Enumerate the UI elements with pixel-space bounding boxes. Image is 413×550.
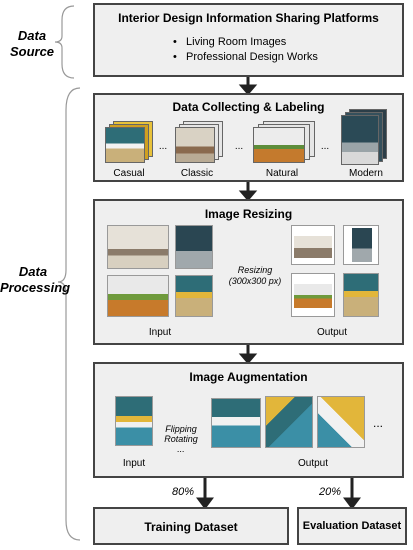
arrow-1-head [238, 84, 258, 96]
category-classic: Classic [180, 168, 214, 179]
resize-input-image-1 [107, 225, 169, 269]
training-dataset-box: Training Dataset [93, 507, 289, 545]
platforms-title: Interior Design Information Sharing Plat… [118, 11, 379, 25]
resize-output-image-1 [291, 225, 335, 265]
natural-image-stack [253, 121, 317, 165]
resize-input-label: Input [148, 327, 172, 338]
augmentation-title: Image Augmentation [189, 370, 308, 384]
classic-image-stack [175, 121, 225, 165]
augment-output-image-2 [265, 396, 313, 448]
natural-image [253, 127, 305, 163]
data-processing-label: Data Processing [0, 264, 71, 295]
data-source-label: Data Source [9, 28, 55, 59]
resize-step-label: Resizing (300x300 px) [228, 265, 282, 286]
train-percentage: 80% [172, 486, 195, 498]
arrow-3-head [238, 353, 258, 365]
modern-image-stack [341, 109, 391, 165]
category-modern: Modern [349, 168, 383, 179]
resize-input-image-2 [175, 225, 213, 269]
augmentation-box: Image Augmentation Input Flipping Rotati… [93, 362, 404, 478]
evaluation-dataset-label: Evaluation Dataset [302, 520, 402, 532]
resize-output-label: Output [316, 327, 348, 338]
arrow-train-head [196, 497, 214, 510]
collecting-box: Data Collecting & Labeling Casual ... Cl… [93, 93, 404, 182]
classic-image [175, 127, 215, 163]
ellipsis-1: ... [158, 141, 168, 152]
platforms-box: Interior Design Information Sharing Plat… [93, 3, 404, 77]
training-dataset-label: Training Dataset [144, 520, 238, 534]
collecting-title: Data Collecting & Labeling [172, 100, 325, 114]
resize-input-image-3 [107, 275, 169, 317]
platforms-bullets: • Living Room Images • Professional Desi… [173, 35, 318, 65]
augment-output-image-3 [317, 396, 365, 448]
augment-output-label: Output [297, 458, 329, 469]
processing-brace [57, 87, 81, 541]
augment-ellipsis: ... [372, 416, 383, 430]
resize-input-image-4 [175, 275, 213, 317]
casual-image [105, 127, 145, 163]
augment-output-image-1 [211, 398, 261, 448]
bullet-item: • Living Room Images [173, 36, 287, 48]
eval-percentage: 20% [319, 486, 342, 498]
category-casual: Casual [113, 168, 145, 179]
category-natural: Natural [265, 168, 299, 179]
source-brace [54, 5, 75, 79]
casual-image-stack [105, 121, 155, 165]
resize-output-image-4 [343, 273, 379, 317]
augment-step-label: Flipping Rotating ... [164, 424, 198, 454]
resizing-title: Image Resizing [204, 207, 293, 221]
augment-input-label: Input [122, 458, 146, 469]
ellipsis-3: ... [320, 141, 330, 152]
augment-input-image [115, 396, 153, 446]
resize-output-image-3 [291, 273, 335, 317]
resize-output-image-2 [343, 225, 379, 265]
bullet-item: • Professional Design Works [173, 51, 318, 63]
ellipsis-2: ... [234, 141, 244, 152]
arrow-eval-head [343, 497, 361, 510]
arrow-2-head [238, 190, 258, 202]
resizing-box: Image Resizing Input Resizing (300x300 p… [93, 199, 404, 345]
modern-image [341, 115, 379, 165]
evaluation-dataset-box: Evaluation Dataset [297, 507, 407, 545]
